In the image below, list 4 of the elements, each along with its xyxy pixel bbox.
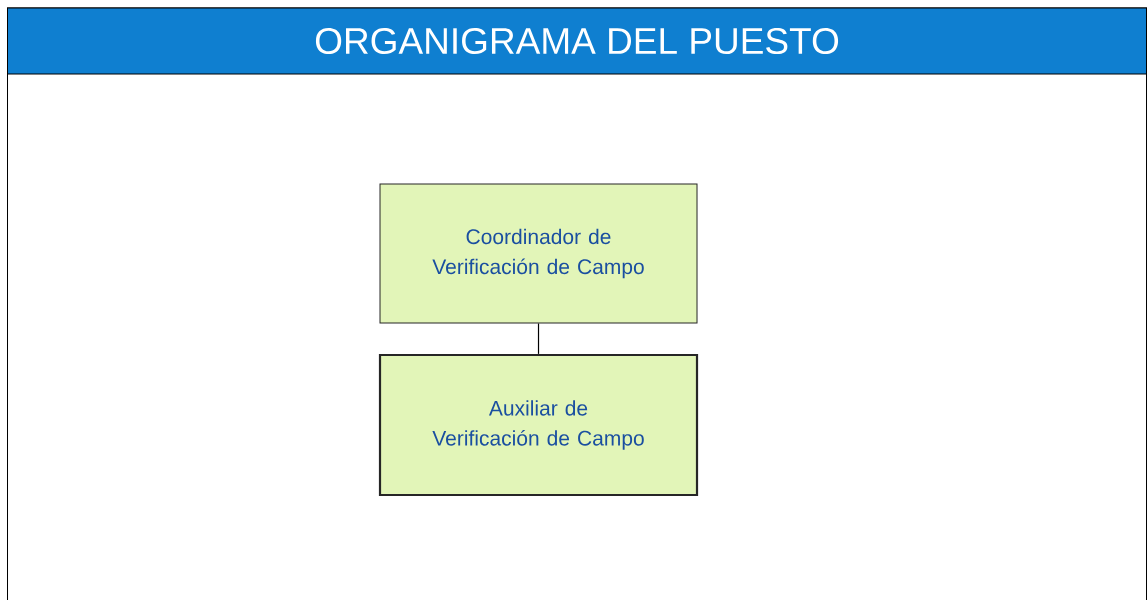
position-box: Auxiliar de Verificación de Campo — [378, 353, 699, 497]
title-bar: ORGANIGRAMA DEL PUESTO — [7, 7, 1147, 75]
connector-line — [537, 322, 540, 355]
position-box: Coordinador de Verificación de Campo — [379, 183, 698, 324]
